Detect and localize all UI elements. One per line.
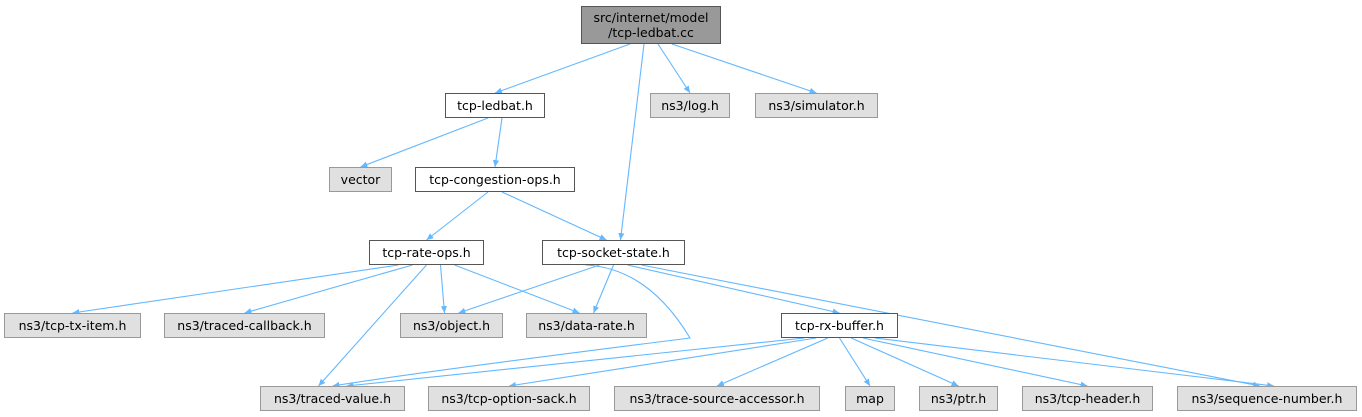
node-ns3-traced-callback-h: ns3/traced-callback.h <box>164 313 325 338</box>
node-tcp-rate-ops-h[interactable]: tcp-rate-ops.h <box>369 240 484 265</box>
node-ns3-data-rate-h: ns3/data-rate.h <box>526 313 647 338</box>
node-label: map <box>856 391 884 406</box>
node-ns3-tcp-option-sack-h: ns3/tcp-option-sack.h <box>428 386 590 411</box>
node-label: ns3/trace-source-accessor.h <box>629 391 805 406</box>
edge-rxbuffer-to-optionsack <box>508 337 817 388</box>
edge-rxbuffer-to-tcpheader <box>862 337 1088 388</box>
node-label: tcp-congestion-ops.h <box>429 172 561 187</box>
node-ns3-trace-source-accessor-h: ns3/trace-source-accessor.h <box>614 386 820 411</box>
node-vector: vector <box>329 167 392 192</box>
node-label: ns3/ptr.h <box>930 391 987 406</box>
edge-rxbuffer-to-tracedvalue <box>346 337 805 389</box>
edge-congestion-to-socketstate <box>501 191 607 241</box>
node-ns3-sequence-number-h: ns3/sequence-number.h <box>1177 386 1357 411</box>
edge-root-to-ledbat <box>494 43 631 94</box>
node-tcp-socket-state-h[interactable]: tcp-socket-state.h <box>542 240 685 265</box>
node-map: map <box>845 386 895 411</box>
node-tcp-ledbat-cc: src/internet/model /tcp-ledbat.cc <box>581 6 721 44</box>
edge-ledbat-to-congestion <box>492 117 503 168</box>
edge-rateops-to-txitem <box>72 264 399 316</box>
edge-root-to-log <box>657 43 691 94</box>
node-label-line-2: /tcp-ledbat.cc <box>608 25 694 40</box>
node-label: ns3/sequence-number.h <box>1191 391 1343 406</box>
edge-socketstate-to-tracedvalue <box>332 264 691 388</box>
node-label: ns3/log.h <box>661 98 719 113</box>
node-ns3-tcp-header-h: ns3/tcp-header.h <box>1022 386 1153 411</box>
node-label: ns3/simulator.h <box>768 98 865 113</box>
edge-root-to-simulator <box>671 43 817 94</box>
node-tcp-congestion-ops-h[interactable]: tcp-congestion-ops.h <box>415 167 575 192</box>
node-label: ns3/data-rate.h <box>538 318 635 333</box>
node-label: tcp-rate-ops.h <box>382 245 471 260</box>
node-label: ns3/tcp-option-sack.h <box>441 391 577 406</box>
edge-rxbuffer-to-map <box>839 337 871 387</box>
edge-socketstate-to-seqnum <box>641 264 1261 388</box>
edge-rxbuffer-to-tsa <box>716 337 829 387</box>
edge-socketstate-to-rxbuffer <box>627 264 840 315</box>
edge-rateops-to-tracedvalue <box>318 264 427 387</box>
edge-socketstate-to-object <box>458 264 600 314</box>
node-tcp-rx-buffer-h[interactable]: tcp-rx-buffer.h <box>781 313 898 338</box>
edge-rateops-to-datarate <box>454 264 580 314</box>
node-label: ns3/tcp-tx-item.h <box>18 318 127 333</box>
edge-rateops-to-object <box>439 264 447 314</box>
node-label: tcp-rx-buffer.h <box>795 318 884 333</box>
edge-root-to-socketstate <box>618 43 645 241</box>
edge-socketstate-to-datarate <box>592 264 615 314</box>
node-ns3-ptr-h: ns3/ptr.h <box>919 386 998 411</box>
edge-rateops-to-tracedcallback <box>244 264 413 315</box>
node-label-line-1: src/internet/model <box>593 10 709 25</box>
node-ns3-simulator-h: ns3/simulator.h <box>755 93 878 118</box>
node-label: ns3/traced-callback.h <box>177 318 312 333</box>
node-label: tcp-ledbat.h <box>457 98 533 113</box>
node-ns3-traced-value-h: ns3/traced-value.h <box>260 386 405 411</box>
edge-ledbat-to-vector <box>360 117 489 168</box>
node-label: ns3/traced-value.h <box>273 391 391 406</box>
node-ns3-object-h: ns3/object.h <box>400 313 503 338</box>
node-label: tcp-socket-state.h <box>557 245 670 260</box>
node-label: ns3/object.h <box>412 318 490 333</box>
edge-rxbuffer-to-seqnum <box>874 337 1275 389</box>
edge-congestion-to-rateops <box>426 191 489 241</box>
edge-rxbuffer-to-ptr <box>850 337 959 387</box>
node-ns3-tcp-tx-item-h: ns3/tcp-tx-item.h <box>4 313 141 338</box>
node-ns3-log-h: ns3/log.h <box>650 93 730 118</box>
node-label: ns3/tcp-header.h <box>1034 391 1141 406</box>
node-tcp-ledbat-h[interactable]: tcp-ledbat.h <box>445 93 545 118</box>
node-label: vector <box>340 172 381 187</box>
